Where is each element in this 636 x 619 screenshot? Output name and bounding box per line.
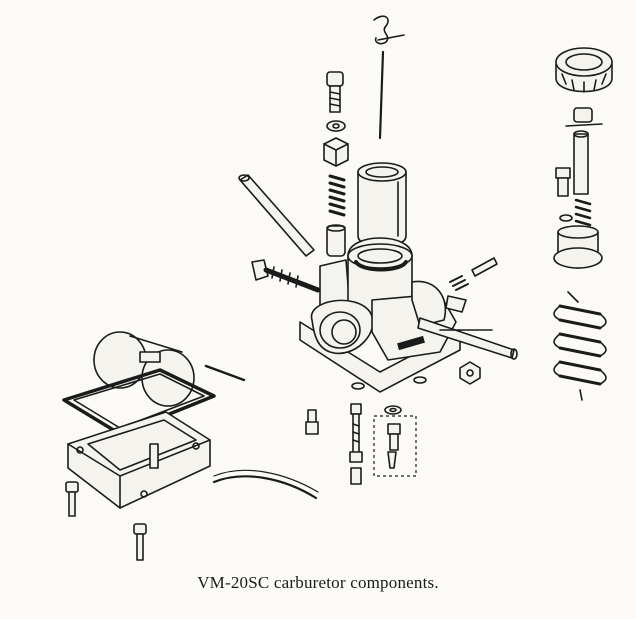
carburetor-body bbox=[299, 237, 518, 393]
float-pair bbox=[93, 331, 195, 407]
float-pin bbox=[204, 364, 246, 382]
needle-clip bbox=[373, 15, 405, 45]
adjuster-spring bbox=[328, 174, 346, 217]
hex-nut bbox=[459, 361, 481, 385]
needle-jet bbox=[349, 403, 363, 485]
throttle-return-spring bbox=[553, 291, 607, 401]
figure-caption: VM-20SC carburetor components. bbox=[197, 573, 439, 592]
small-jet bbox=[305, 409, 319, 435]
washer bbox=[326, 120, 346, 132]
adjuster-sleeve bbox=[326, 224, 346, 257]
starter-small-nut bbox=[555, 167, 571, 197]
cap-ring bbox=[555, 47, 613, 93]
jet-needle bbox=[378, 50, 385, 140]
float-bowl bbox=[67, 411, 211, 509]
overflow-hose bbox=[212, 469, 319, 500]
starter-spring bbox=[559, 198, 592, 227]
bowl-gasket bbox=[62, 368, 216, 436]
throttle-slide bbox=[357, 162, 407, 248]
starter-clip bbox=[565, 107, 603, 127]
float-valve-box bbox=[373, 415, 417, 477]
top-screw bbox=[326, 71, 344, 113]
bowl-screw-bottom bbox=[133, 523, 147, 561]
pilot-screw bbox=[449, 257, 498, 291]
vent-tube bbox=[238, 174, 315, 257]
starter-plunger bbox=[573, 130, 589, 195]
starter-cap bbox=[553, 225, 603, 269]
float-valve-washer bbox=[384, 405, 402, 415]
bowl-screw-left bbox=[65, 481, 79, 517]
throttle-stop-screw bbox=[251, 259, 321, 293]
adjuster-nut bbox=[323, 137, 349, 167]
